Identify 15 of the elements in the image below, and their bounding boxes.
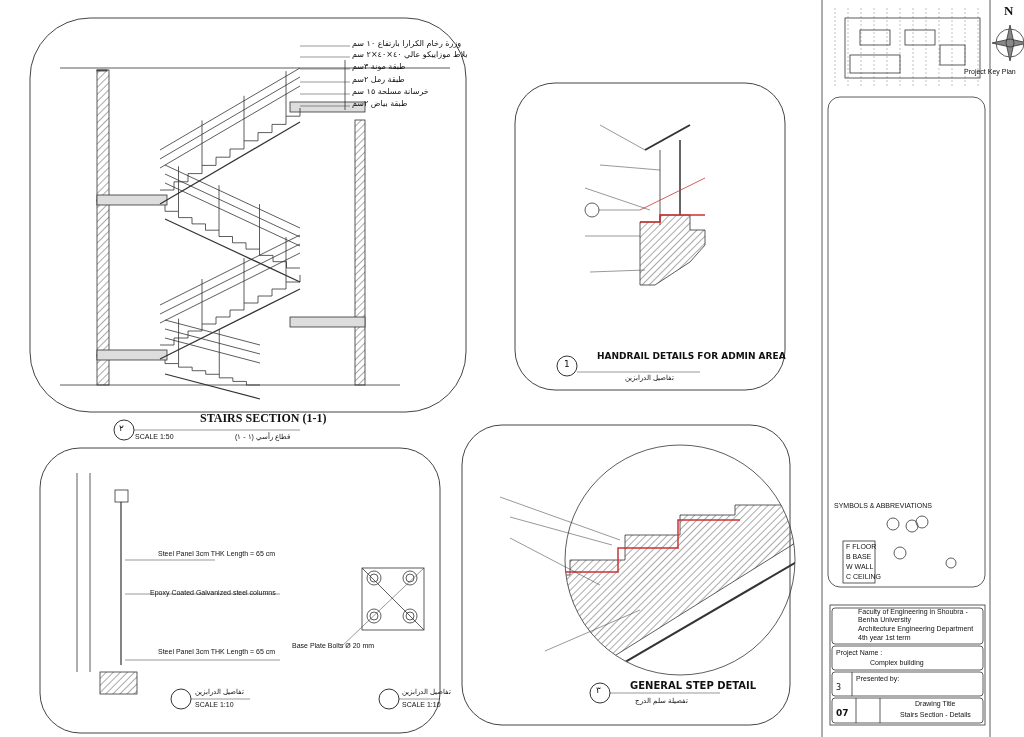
- north-label: N: [1004, 4, 1014, 19]
- annotation-text: 3: [836, 684, 842, 693]
- annotation-text: 07: [836, 709, 849, 719]
- annotation-text: وزرة رخام الكرارا بارتفاع ١٠ سم: [352, 40, 462, 49]
- drawing-title: HANDRAIL DETAILS FOR ADMIN AREA: [597, 352, 786, 362]
- annotation-text: طبقة رمل ٢سم: [352, 76, 405, 85]
- detail-number: ٣: [596, 686, 601, 696]
- annotation-text: بلاط موزاييكو عالي ٤٠×٤٠×٢ سم: [352, 51, 468, 60]
- annotation-text: خرسانة مسلحة ١٥ سم: [352, 88, 429, 97]
- annotation-text: طبقة مونة ٣سم: [352, 63, 406, 72]
- drawing-title: STAIRS SECTION (1-1): [200, 412, 327, 426]
- detail-number: 1: [564, 360, 570, 370]
- annotation-text: طبقة بياض ٢سم: [352, 100, 408, 109]
- drawing-title: GENERAL STEP DETAIL: [630, 680, 757, 691]
- detail-number: ٢: [119, 424, 124, 434]
